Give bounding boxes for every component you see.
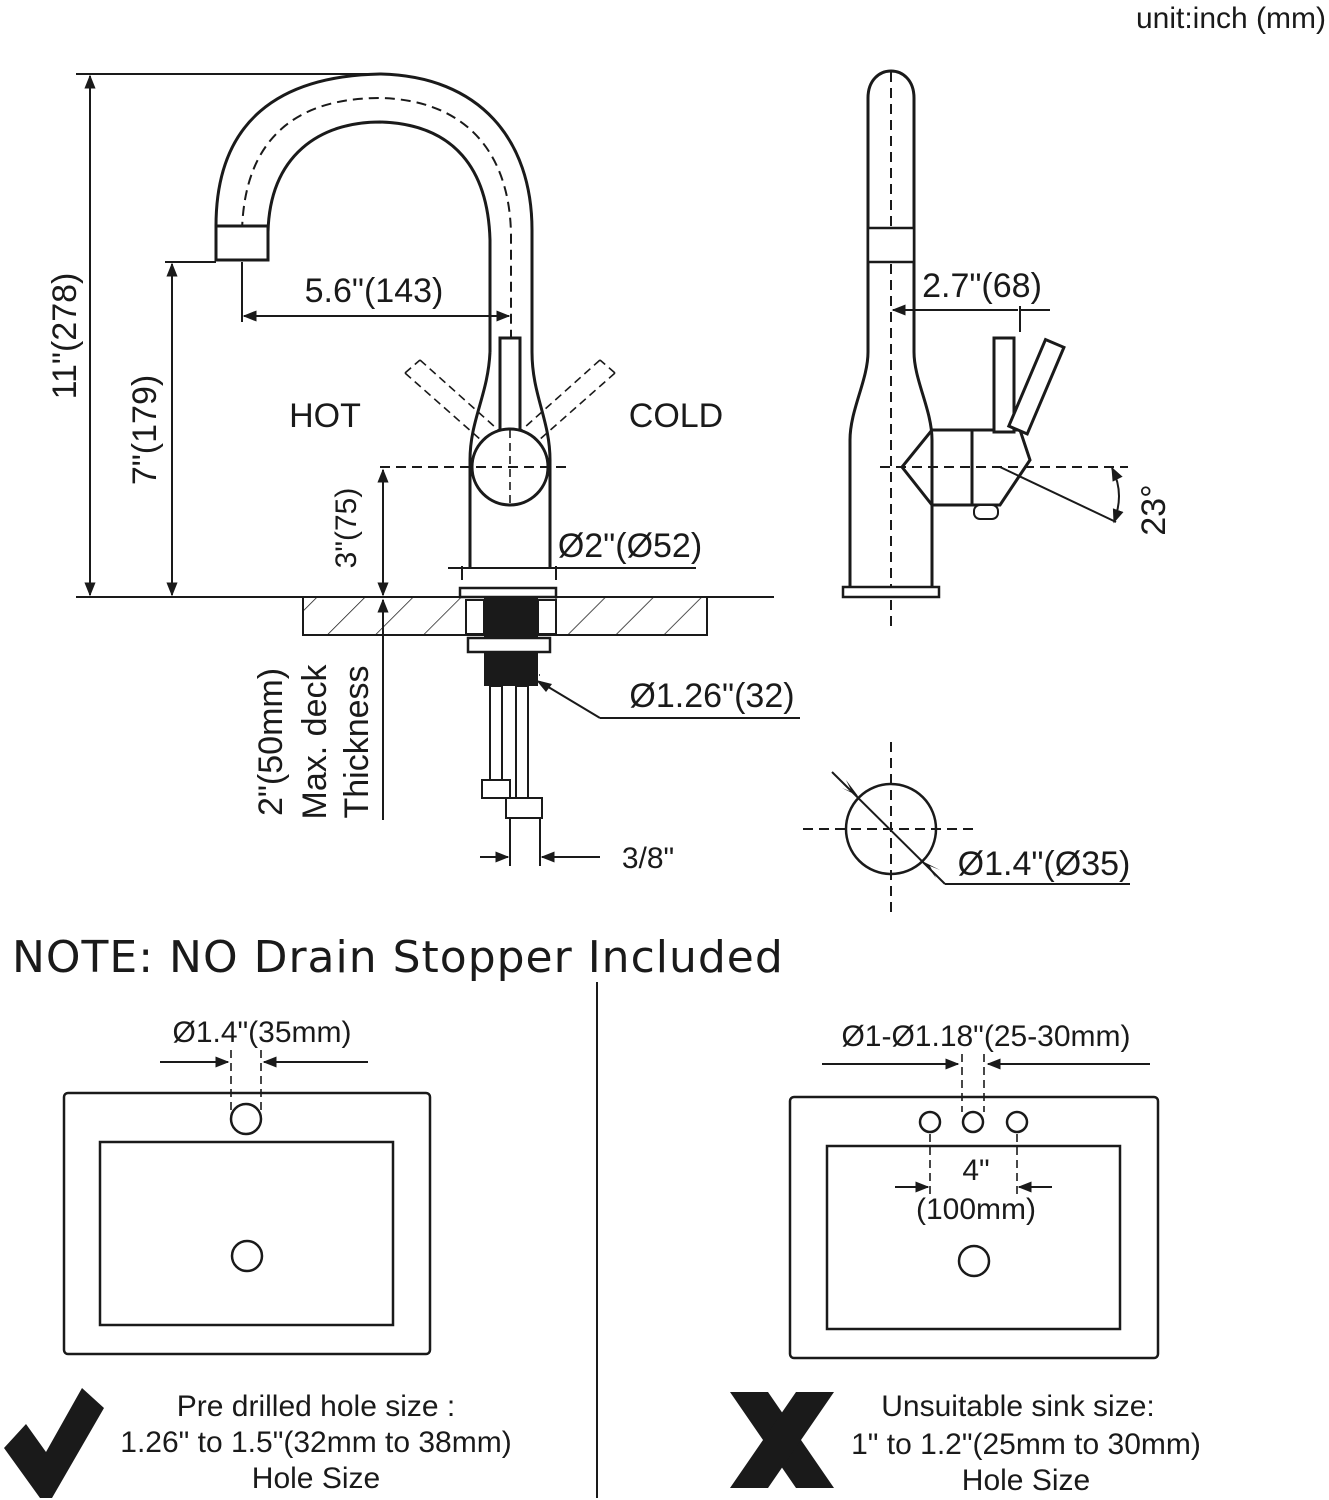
washer-right — [537, 599, 557, 635]
base-plate — [458, 586, 558, 599]
sink-bad-hole-label: Ø1-Ø1.18"(25-30mm) — [841, 1020, 1130, 1053]
sink-ok-hole-label: Ø1.4"(35mm) — [172, 1016, 351, 1049]
sink-ok-drain-hole — [230, 1239, 264, 1273]
hole-diameter-label: Ø1.4"(Ø35) — [958, 845, 1131, 883]
deck-thickness-label-3: Thickness — [338, 665, 376, 818]
hole-diameter-line — [831, 771, 946, 885]
handle-offset-label: 2.7"(68) — [922, 267, 1042, 305]
sink-bad-spacing-label-2: (100mm) — [916, 1193, 1036, 1226]
sink-ok-basin — [98, 1140, 395, 1327]
sink-bad-caption-1: Unsuitable sink size: — [881, 1390, 1154, 1423]
base-diameter-label: Ø2"(Ø52) — [558, 527, 702, 565]
faucet-body — [468, 351, 552, 567]
side-angle-arc — [1111, 466, 1124, 524]
handle-height-label: 3"(75) — [330, 488, 363, 569]
mounting-nut — [466, 636, 552, 654]
hose-nut-left — [481, 779, 511, 799]
shank-diameter-label: Ø1.26"(32) — [629, 677, 794, 715]
sink-bad-hole-left — [918, 1110, 942, 1134]
cold-label: COLD — [629, 397, 723, 435]
hose-right — [515, 685, 529, 799]
unit-label: unit:inch (mm) — [1136, 2, 1326, 35]
sink-bad-basin — [825, 1144, 1122, 1331]
shank-diameter-leader — [539, 681, 601, 719]
hole-circle — [844, 782, 938, 876]
sink-bad-hole-center — [961, 1110, 985, 1134]
side-lever-vertical — [992, 336, 1016, 434]
sink-bad-caption-2: 1" to 1.2"(25mm to 30mm) — [851, 1428, 1201, 1461]
sink-bad-outline — [788, 1095, 1160, 1360]
sink-suitable: Ø1.4"(35mm) Pre drilled hole size : 1.26… — [4, 1016, 512, 1498]
sink-unsuitable: Ø1-Ø1.18"(25-30mm) 4" (100mm) Unsuitable… — [730, 1020, 1201, 1497]
shank-diameter-arrow — [536, 680, 552, 692]
sink-ok-caption-3: Hole Size — [252, 1462, 380, 1495]
sink-bad-drain-hole — [957, 1244, 991, 1278]
front-view: 11"(278) 7"(179) 5.6"(143) — [46, 72, 800, 875]
sink-ok-caption-2: 1.26" to 1.5"(32mm to 38mm) — [120, 1426, 511, 1459]
cold-handle-position — [514, 359, 616, 449]
sink-bad-caption-3: Hole Size — [962, 1464, 1090, 1497]
deck-thickness-label-1: 2"(50mm) — [252, 668, 290, 816]
hose-nut-right — [505, 797, 543, 819]
reach-label: 5.6"(143) — [305, 272, 444, 310]
spout-height-label: 7"(179) — [126, 375, 164, 485]
washer-left — [465, 599, 485, 635]
spout-outer — [214, 72, 534, 352]
sink-bad-hole-right — [1005, 1110, 1029, 1134]
side-lever-tilted — [1006, 337, 1066, 436]
sink-ok-caption-1: Pre drilled hole size : — [177, 1390, 455, 1423]
sink-ok-outline — [62, 1091, 432, 1356]
deck-thickness-label-2: Max. deck — [296, 664, 334, 820]
hose-size-label: 3/8" — [622, 842, 674, 875]
spout-inner — [266, 120, 492, 352]
spout-centerline — [241, 96, 512, 345]
handle-lever — [498, 336, 522, 434]
hole-diameter-arrow-bottom — [924, 862, 940, 878]
side-body — [848, 69, 934, 587]
shank-lower — [484, 652, 538, 686]
cross-icon — [730, 1392, 834, 1488]
sink-ok-faucet-hole — [229, 1102, 263, 1136]
side-angle-line — [999, 466, 1117, 523]
hot-handle-position — [404, 359, 506, 449]
height-total-label: 11"(278) — [46, 273, 84, 400]
side-angle-label: 23° — [1135, 484, 1173, 535]
hose-left — [489, 685, 503, 783]
aerator — [214, 224, 270, 262]
hole-detail: Ø1.4"(Ø35) — [803, 742, 1130, 916]
side-view: 23° 2.7"(68) — [841, 69, 1173, 628]
side-handle-hub — [900, 428, 974, 507]
sink-bad-spacing-label-1: 4" — [962, 1154, 989, 1187]
hot-label: HOT — [289, 397, 361, 435]
note-text: NOTE: NO Drain Stopper Included — [12, 932, 784, 983]
shank-thread — [484, 597, 538, 637]
hole-diameter-arrow-top — [842, 780, 858, 796]
side-aerator — [866, 226, 916, 264]
checkmark-icon — [4, 1388, 104, 1498]
side-handle-screw — [973, 504, 999, 520]
side-base-plate — [841, 585, 941, 599]
